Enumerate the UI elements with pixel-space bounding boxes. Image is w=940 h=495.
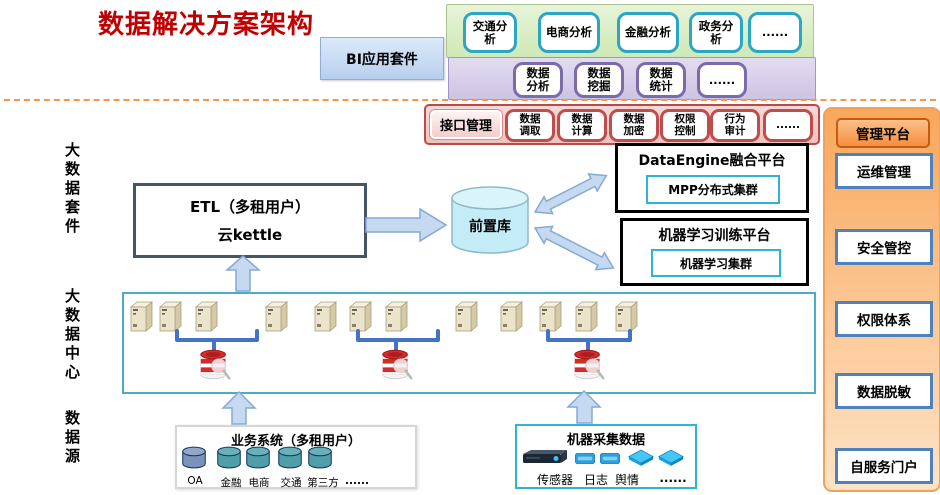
arrow-machine-to-center: [566, 389, 602, 424]
analysis-chip: 数据 统计: [636, 62, 686, 98]
layer-label-bigdata-suite: 大数据套件: [63, 142, 81, 237]
business-db-label: OA: [187, 475, 203, 487]
business-systems-title: 业务系统（多租用户）: [230, 434, 361, 449]
interface-chip: 数据 计算: [557, 109, 607, 142]
etl-subtitle: 云kettle: [217, 226, 283, 244]
bi-app-chip-more: ......: [748, 12, 802, 53]
machine-data-label: 传感器: [536, 473, 574, 487]
business-db-label: 交通: [280, 477, 302, 489]
business-db-label: 金融: [220, 477, 242, 489]
interface-chip: 行为 审计: [710, 109, 760, 142]
etl-title: ETL（多租用户）: [189, 198, 311, 216]
dataengine-title: DataEngine融合平台: [638, 153, 786, 169]
arrow-etl-to-staging: [365, 207, 448, 243]
machine-data-title: 机器采集数据: [566, 433, 645, 448]
analysis-chip: 数据 分析: [513, 62, 563, 98]
etl-box: ETL（多租用户） 云kettle: [133, 183, 367, 258]
management-panel-header: 管理平台: [836, 118, 930, 148]
section-divider-dashed-line: [4, 99, 936, 101]
machine-data-label: 日志: [583, 473, 609, 487]
management-item: 自服务门户: [835, 448, 933, 484]
bi-app-chip: 金融分析: [617, 12, 679, 53]
ml-cluster-box: 机器学习集群: [651, 249, 781, 277]
staging-db-cylinder: 前置库: [451, 186, 529, 254]
interface-panel: 接口管理 数据 调取 数据 计算 数据 加密 权限 控制 行为 审计 .....…: [424, 104, 820, 145]
arrow-business-to-center: [221, 390, 257, 425]
management-item: 权限体系: [835, 301, 933, 337]
bi-apps-panel: 交通分 析 电商分析 金融分析 政务分 析 ......: [446, 4, 814, 58]
management-item: 数据脱敏: [835, 373, 933, 409]
layer-label-bigdata-center: 大数据中心: [63, 288, 81, 383]
diagram-title: 数据解决方案架构: [98, 10, 315, 40]
interface-chip: 数据 调取: [505, 109, 555, 142]
machine-data-label: 舆情: [614, 473, 640, 487]
machine-data-more: ......: [659, 471, 687, 485]
interface-chip-more: ......: [763, 109, 813, 142]
business-systems-box: 业务系统（多租用户） OA 金融 电商 交通 第三方 ......: [175, 425, 417, 489]
management-panel: 管理平台 运维管理 安全管控 权限体系 数据脱敏 自服务门户: [823, 107, 940, 492]
ml-platform-title: 机器学习训练平台: [658, 228, 771, 244]
analysis-chip: 数据 挖掘: [574, 62, 624, 98]
interface-panel-label: 接口管理: [430, 110, 502, 139]
management-item: 运维管理: [835, 153, 933, 189]
business-db-more: ......: [345, 475, 369, 487]
double-arrow-staging-ml: [533, 225, 615, 271]
interface-chip: 数据 加密: [609, 109, 659, 142]
management-item: 安全管控: [835, 229, 933, 265]
mpp-cluster-box: MPP分布式集群: [646, 175, 780, 204]
arrow-center-to-etl: [225, 255, 261, 292]
business-db-label: 电商: [248, 477, 270, 489]
machine-data-box: 机器采集数据 传感器 日志 舆情 ......: [515, 424, 697, 489]
bi-analysis-panel: 数据 分析 数据 挖掘 数据 统计 ......: [448, 57, 816, 100]
staging-db-label: 前置库: [469, 218, 511, 235]
interface-chip: 权限 控制: [660, 109, 710, 142]
layer-label-data-source: 数据源: [63, 410, 81, 467]
bi-suite-box: BI应用套件: [320, 37, 444, 80]
dataengine-platform-box: DataEngine融合平台 MPP分布式集群: [615, 143, 809, 213]
bigdata-center-box: [122, 292, 816, 394]
business-db-label: 第三方: [307, 477, 339, 489]
bi-app-chip: 政务分 析: [689, 12, 743, 53]
bi-app-chip: 电商分析: [538, 12, 600, 53]
ml-platform-box: 机器学习训练平台 机器学习集群: [620, 218, 809, 286]
double-arrow-staging-dataengine: [533, 173, 608, 215]
bi-app-chip: 交通分 析: [463, 12, 517, 53]
analysis-chip-more: ......: [697, 62, 747, 98]
